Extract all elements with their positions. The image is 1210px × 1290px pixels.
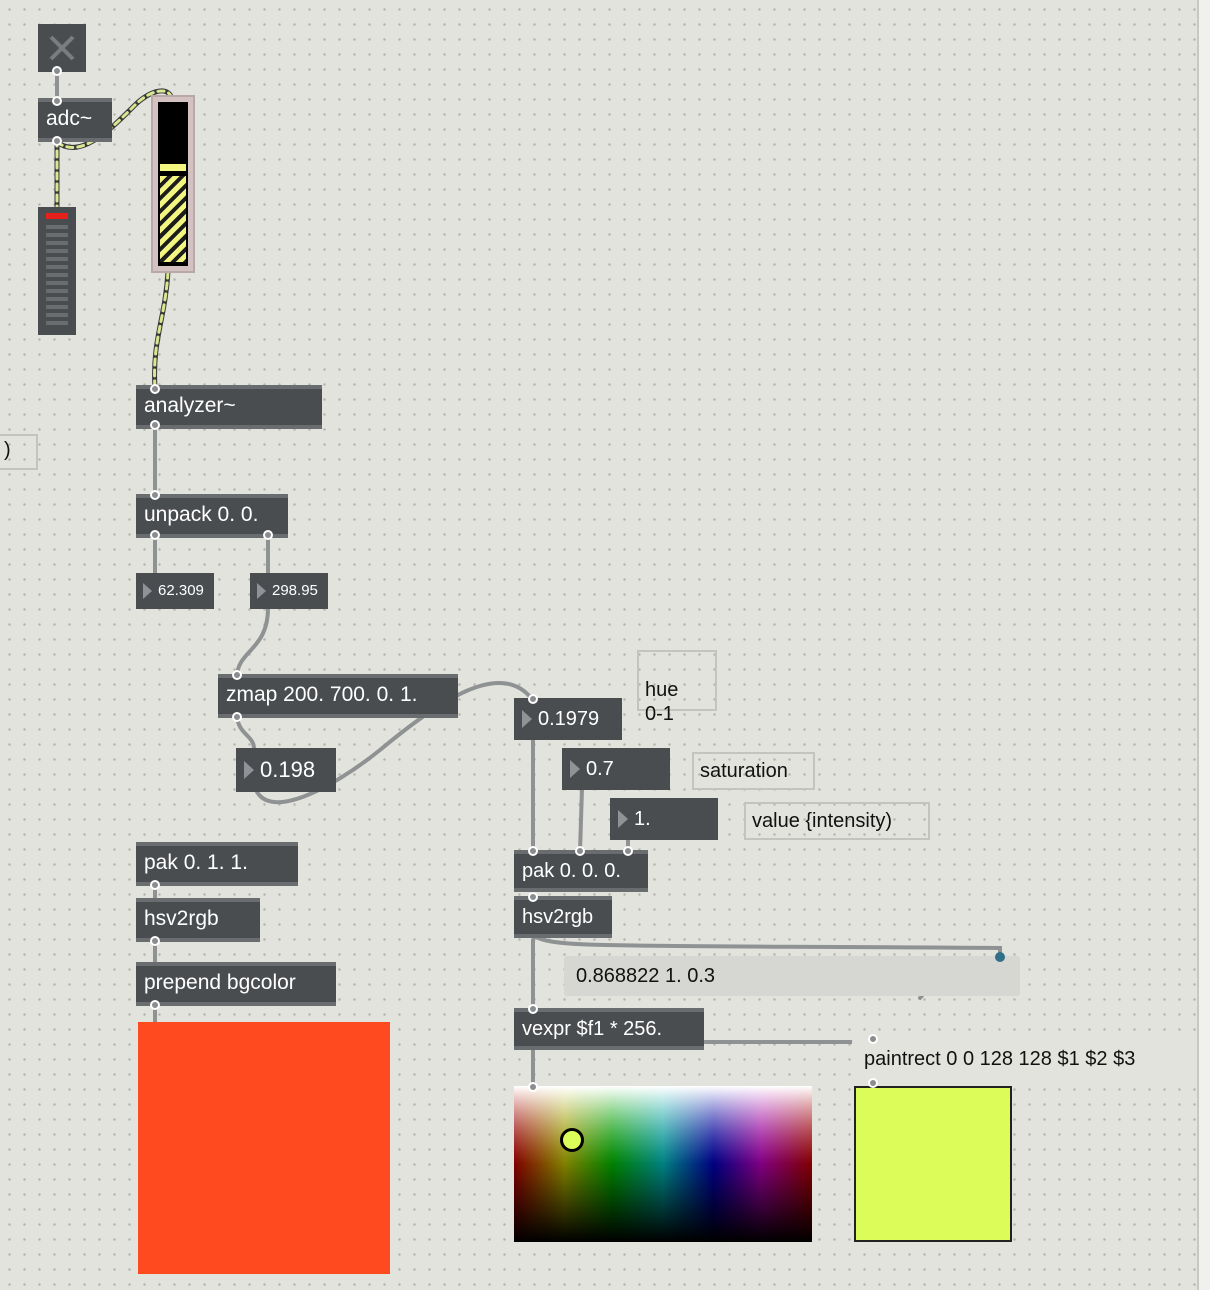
partial-comment: ) xyxy=(0,434,38,470)
prepend-outlet xyxy=(150,1000,160,1010)
rgb-list-text: 0.868822 1. 0.3 xyxy=(576,965,716,987)
vexpr-object[interactable]: vexpr $f1 * 256. xyxy=(514,1008,704,1050)
adc-outlet xyxy=(52,136,62,146)
hsv2rgb-left-object[interactable]: hsv2rgb xyxy=(136,898,260,942)
prepend-label: prepend bgcolor xyxy=(144,971,296,994)
paintrect-outlet xyxy=(868,1078,878,1088)
level-meter[interactable] xyxy=(151,95,195,273)
hue-value: 0.1979 xyxy=(538,708,600,730)
value-comment: value {intensity) xyxy=(744,802,930,840)
frequency-value: 298.95 xyxy=(272,582,318,599)
zmap-label: zmap 200. 700. 0. 1. xyxy=(226,683,418,706)
color-picker-cursor[interactable] xyxy=(560,1128,584,1152)
number-box-frequency[interactable]: 298.95 xyxy=(250,573,328,609)
toggle-button[interactable] xyxy=(38,24,86,72)
paintrect-message[interactable]: paintrect 0 0 128 128 $1 $2 $3 xyxy=(852,1038,1196,1080)
hue-comment-text: hue 0-1 xyxy=(645,679,679,725)
unpack-inlet xyxy=(150,490,160,500)
saturation-value: 0.7 xyxy=(586,758,614,780)
value-comment-text: value {intensity) xyxy=(752,810,893,832)
hsv2rgb-right-object[interactable]: hsv2rgb xyxy=(514,896,612,938)
analyzer-object[interactable]: analyzer~ xyxy=(136,385,322,429)
vexpr-label: vexpr $f1 * 256. xyxy=(522,1018,663,1040)
signal-meter xyxy=(38,207,76,335)
pak-right-inlet-2 xyxy=(575,846,585,856)
hue-comment: hue 0-1 xyxy=(637,650,717,725)
unpack-outlet-right xyxy=(263,530,273,540)
pak-left-label: pak 0. 1. 1. xyxy=(144,851,248,874)
partial-comment-text: ) xyxy=(4,439,11,461)
picker-inlet xyxy=(528,1082,538,1092)
lcd-paint-area[interactable] xyxy=(854,1086,1012,1242)
vexpr-inlet xyxy=(528,1004,538,1014)
value-value: 1. xyxy=(634,808,651,830)
pak-left-object[interactable]: pak 0. 1. 1. xyxy=(136,842,298,886)
unpack-label: unpack 0. 0. xyxy=(144,503,259,526)
adc-inlet xyxy=(52,96,62,106)
pak-right-object[interactable]: pak 0. 0. 0. xyxy=(514,850,648,892)
hsv2rgb-left-outlet xyxy=(150,936,160,946)
toggle-outlet xyxy=(52,66,62,76)
x-icon xyxy=(49,35,75,61)
color-picker-swatch[interactable] xyxy=(514,1086,812,1242)
paintrect-inlet xyxy=(868,1034,878,1044)
hsv2rgb-right-label: hsv2rgb xyxy=(522,906,594,928)
adc-object[interactable]: adc~ xyxy=(38,98,112,142)
prepend-object[interactable]: prepend bgcolor xyxy=(136,962,336,1006)
saturation-comment: saturation xyxy=(692,752,815,790)
pak-right-inlet-3 xyxy=(623,846,633,856)
saturation-comment-text: saturation xyxy=(700,760,788,782)
zmap-object[interactable]: zmap 200. 700. 0. 1. xyxy=(218,674,458,718)
number-box-zmap-out[interactable]: 0.198 xyxy=(236,748,336,792)
number-box-pitch[interactable]: 62.309 xyxy=(136,573,214,609)
pitch-value: 62.309 xyxy=(158,582,204,599)
rgb-list-inlet-right xyxy=(995,952,1005,962)
hsv2rgb-left-label: hsv2rgb xyxy=(144,907,219,930)
analyzer-outlet xyxy=(150,420,160,430)
unpack-object[interactable]: unpack 0. 0. xyxy=(136,494,288,538)
unpack-outlet-left xyxy=(150,530,160,540)
analyzer-label: analyzer~ xyxy=(144,394,236,417)
bgcolor-panel xyxy=(138,1022,390,1274)
rgb-list-message[interactable]: 0.868822 1. 0.3 xyxy=(564,956,1020,996)
analyzer-inlet xyxy=(150,384,160,394)
pak-right-label: pak 0. 0. 0. xyxy=(522,860,621,882)
pak-right-inlet xyxy=(528,846,538,856)
pak-left-outlet xyxy=(150,880,160,890)
number-box-saturation[interactable]: 0.7 xyxy=(562,748,670,790)
hue-inlet xyxy=(528,694,538,704)
number-box-value[interactable]: 1. xyxy=(610,798,718,840)
zmap-out-value: 0.198 xyxy=(260,757,316,782)
paintrect-text: paintrect 0 0 128 128 $1 $2 $3 xyxy=(864,1048,1136,1070)
adc-label: adc~ xyxy=(46,107,93,130)
hsv2rgb-right-inlet xyxy=(528,892,538,902)
zmap-inlet xyxy=(232,670,242,680)
scrollbar-edge[interactable] xyxy=(1197,0,1210,1290)
zmap-outlet xyxy=(232,712,242,722)
number-box-hue[interactable]: 0.1979 xyxy=(514,698,622,740)
